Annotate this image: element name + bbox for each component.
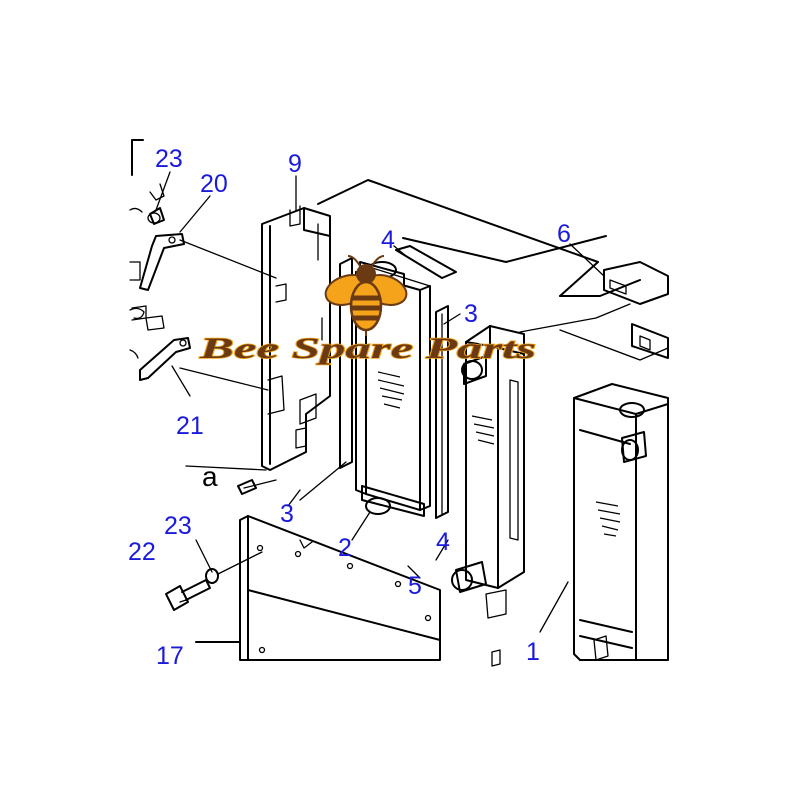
bolt-22 [147, 183, 263, 611]
callout-4-bottom: 4 [436, 528, 450, 556]
reference-letter-a: a [202, 461, 218, 492]
bee-logo-icon [324, 255, 408, 336]
bracket-20 [139, 207, 185, 291]
bracket-6 [603, 261, 669, 359]
callout-22: 22 [128, 538, 156, 566]
callout-leaders [155, 171, 605, 633]
bracket-21 [131, 305, 191, 381]
callout-9: 9 [288, 150, 302, 178]
watermark: Bee Spare Parts [198, 255, 537, 366]
part-9-bracket [261, 205, 331, 471]
callout-23-top: 23 [155, 145, 183, 173]
callout-3-top: 3 [464, 300, 478, 328]
shroud-17 [195, 515, 441, 661]
left-edge-fragments [129, 139, 145, 359]
callout-21: 21 [176, 412, 204, 440]
watermark-text: Bee Spare Parts [198, 332, 536, 365]
callout-20: 20 [200, 170, 228, 198]
cooler-5 [451, 325, 525, 667]
callout-1: 1 [526, 638, 540, 666]
reference-bolt-a [237, 479, 257, 495]
callout-4-top: 4 [381, 226, 395, 254]
callout-23-bottom: 23 [164, 512, 192, 540]
callout-5: 5 [408, 572, 422, 600]
callout-17: 17 [156, 642, 184, 670]
leader-lines [179, 179, 669, 501]
callout-6: 6 [557, 220, 571, 248]
callout-numbers: 23 20 9 4 6 3 21 3 23 22 2 4 5 1 17 a [128, 145, 571, 670]
callout-3-bottom: 3 [280, 500, 294, 528]
radiator-1 [573, 383, 669, 661]
callout-2: 2 [338, 534, 352, 562]
